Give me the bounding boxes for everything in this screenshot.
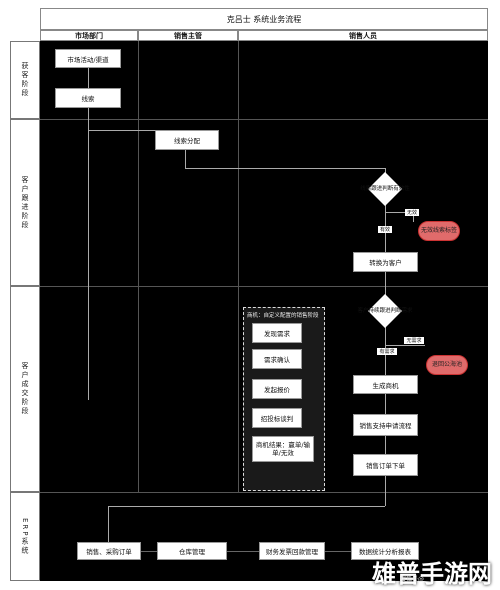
connector xyxy=(185,150,186,168)
node-sales-order: 销售订单下单 xyxy=(353,454,418,476)
lane-acquisition: 获客阶段 xyxy=(10,41,40,119)
node-market-activity: 市场活动/渠道 xyxy=(55,49,121,68)
lane-follow-up: 客户跟进阶段 xyxy=(10,119,40,286)
connector xyxy=(185,168,385,169)
erp-node-finance: 财务发票回款管理 xyxy=(259,542,325,560)
lane-divider xyxy=(40,119,488,120)
label-has-demand: 有需求 xyxy=(377,348,397,355)
connector xyxy=(385,345,425,346)
node-create-opportunity: 生成商机 xyxy=(353,375,418,394)
stage-discover-need: 发现需求 xyxy=(252,323,302,343)
node-invalid-lead: 无效线索标签 xyxy=(418,221,460,241)
node-sales-support: 销售支持申请流程 xyxy=(353,414,418,436)
stage-result: 商机结果：赢单/输单/无效 xyxy=(252,436,314,462)
stage-quote: 发起报价 xyxy=(252,379,302,399)
erp-node-orders: 销售、采购订单 xyxy=(77,542,141,560)
lane-divider xyxy=(40,286,488,287)
column-divider xyxy=(138,41,139,492)
label-invalid: 无效 xyxy=(405,209,419,216)
label-valid: 有效 xyxy=(378,226,392,233)
decision-lead-validity-label: 线索跟进判断有效性 xyxy=(360,185,410,192)
decision-customer-demand-label: 客户持续跟进判断需求 xyxy=(357,307,413,314)
connector xyxy=(108,551,378,552)
stage-bidding: 招投标谈判 xyxy=(252,408,302,428)
connector xyxy=(108,506,109,542)
connector xyxy=(385,394,386,414)
connector xyxy=(413,212,414,222)
column-header-sales-manager: 销售主管 xyxy=(138,30,238,41)
column-header-market: 市场部门 xyxy=(40,30,138,41)
connector xyxy=(88,130,155,131)
connector xyxy=(108,506,385,507)
column-divider xyxy=(238,41,239,492)
node-lead-assign: 线索分配 xyxy=(155,130,219,150)
lane-deal: 客户成交阶段 xyxy=(10,286,40,492)
connector xyxy=(88,68,89,88)
node-convert-customer: 转换为客户 xyxy=(353,252,418,272)
connector xyxy=(385,436,386,454)
connector xyxy=(385,476,386,506)
column-header-sales-staff: 销售人员 xyxy=(238,30,488,41)
diagram-title: 克吕士 系统业务流程 xyxy=(40,8,488,30)
label-no-demand: 无需求 xyxy=(404,337,424,344)
node-lead: 线索 xyxy=(55,88,121,108)
watermark-logo: 雄普手游网 xyxy=(372,560,492,588)
erp-node-warehouse: 仓库管理 xyxy=(157,542,227,560)
connector xyxy=(385,212,413,213)
connector xyxy=(88,108,89,400)
stage-confirm-need: 需求确认 xyxy=(252,349,302,369)
watermark-sub: 搜狐号@ xyxy=(400,576,425,583)
lane-erp: ERP系统 xyxy=(10,492,40,581)
erp-node-reports: 数据统计分析报表 xyxy=(351,542,419,560)
opportunity-stage-title: 商机：自定义配置的销售阶段 xyxy=(247,313,319,319)
connector xyxy=(385,272,386,300)
lane-divider xyxy=(40,492,488,493)
node-return-pool: 退回公海池 xyxy=(426,355,468,375)
